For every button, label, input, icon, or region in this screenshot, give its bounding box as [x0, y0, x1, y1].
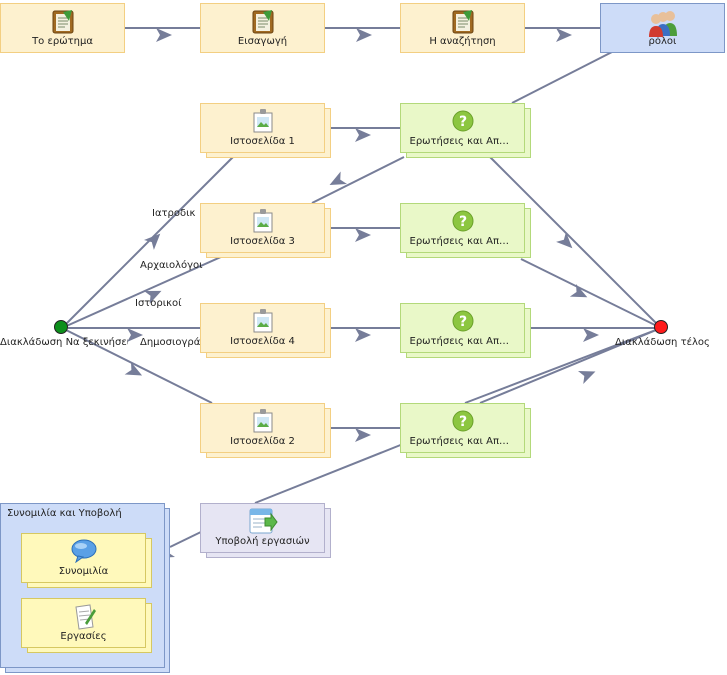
arrowhead — [355, 428, 371, 442]
edge-qa1-website3 — [311, 156, 405, 204]
notepad-icon — [52, 10, 73, 34]
activity-label: Ιστοσελίδα 3 — [230, 236, 295, 247]
web-page-icon — [253, 209, 272, 233]
svg-text:?: ? — [458, 114, 466, 130]
branch-label-journalism: Δημοσιογρά — [140, 337, 200, 348]
start-event[interactable] — [54, 320, 68, 334]
edge-roles-qa1 — [511, 51, 613, 104]
activity-label: Εισαγωγή — [237, 36, 288, 47]
activity-tasks[interactable]: Εργασίες — [21, 598, 152, 653]
edge-start-website1 — [61, 156, 234, 329]
arrowhead — [144, 228, 166, 250]
activity-qa-2[interactable]: ? Ερωτήσεις και Απαντήσεις — [400, 403, 531, 458]
activity-website-3[interactable]: Ιστοσελίδα 3 — [200, 203, 331, 258]
branch-label-history: Ιστορικοί — [135, 298, 182, 309]
activity-label: Ιστοσελίδα 4 — [230, 336, 295, 347]
edge-submit-chat-group — [169, 529, 206, 548]
activity-label: Ερωτήσεις και Απαντήσεις — [409, 136, 516, 147]
arrowhead — [583, 328, 599, 342]
arrowhead — [355, 328, 371, 342]
activity-label: Ερωτήσεις και Απαντήσεις — [409, 336, 516, 347]
question-icon: ? — [452, 310, 473, 332]
edge-start-website2 — [61, 327, 213, 404]
question-icon: ? — [452, 110, 473, 132]
activity-submit-tasks[interactable]: Υποβολή εργασιών — [200, 503, 331, 558]
activity-qa-3[interactable]: ? Ερωτήσεις και Απαντήσεις — [400, 203, 531, 258]
arrowhead — [578, 365, 599, 384]
arrowhead — [355, 228, 371, 242]
edge-submit-qa2 — [254, 443, 404, 504]
activity-label: Η αναζήτηση — [429, 36, 496, 47]
activity-label: Το ερώτημα — [32, 36, 93, 47]
end-event[interactable] — [654, 320, 668, 334]
chat-bubble-icon — [71, 539, 96, 563]
arrowhead — [556, 28, 572, 42]
web-page-icon — [253, 109, 272, 133]
activity-question[interactable]: Το ερώτημα — [0, 3, 125, 53]
arrowhead — [355, 128, 371, 142]
end-event-label: Διακλάδωση τέλος — [615, 337, 710, 348]
users-group-icon — [648, 11, 677, 37]
web-page-icon — [253, 409, 272, 433]
activity-label: Ερωτήσεις και Απαντήσεις — [409, 436, 516, 447]
activity-label: Εργασίες — [60, 631, 107, 642]
branch-label-medical: Ιατροδικ — [152, 208, 196, 219]
activity-search[interactable]: Η αναζήτηση — [400, 3, 525, 53]
question-icon: ? — [452, 210, 473, 232]
activity-label: Ιστοσελίδα 2 — [230, 436, 295, 447]
edge-qa3-end — [520, 258, 662, 329]
activity-label: Ερωτήσεις και Απαντήσεις — [409, 236, 516, 247]
web-page-icon — [253, 309, 272, 333]
svg-text:?: ? — [458, 414, 466, 430]
arrowhead — [556, 232, 578, 254]
notepad-icon — [452, 10, 473, 34]
arrowhead — [356, 28, 372, 42]
activity-qa-1[interactable]: ? Ερωτήσεις και Απαντήσεις — [400, 103, 531, 158]
svg-text:?: ? — [458, 314, 466, 330]
edge-start-website3 — [61, 251, 233, 329]
activity-website-4[interactable]: Ιστοσελίδα 4 — [200, 303, 331, 358]
activity-qa-4[interactable]: ? Ερωτήσεις και Απαντήσεις — [400, 303, 531, 358]
activity-website-2[interactable]: Ιστοσελίδα 2 — [200, 403, 331, 458]
edge-qa1-end — [489, 156, 662, 329]
chat-submit-group[interactable]: Συνομιλία και Υποβολή Συνομιλία — [0, 503, 170, 673]
svg-text:?: ? — [458, 214, 466, 230]
activity-website-1[interactable]: Ιστοσελίδα 1 — [200, 103, 331, 158]
arrowhead — [569, 284, 591, 304]
activity-roles[interactable]: ρόλοι — [600, 3, 725, 53]
activity-chat[interactable]: Συνομιλία — [21, 533, 152, 588]
group-title: Συνομιλία και Υποβολή — [7, 508, 122, 519]
arrowhead — [326, 171, 347, 192]
activity-label: Υποβολή εργασιών — [215, 536, 310, 547]
branch-label-archaeology: Αρχαιολόγοι — [140, 260, 203, 271]
activity-label: Ιστοσελίδα 1 — [230, 136, 295, 147]
submit-form-icon — [249, 508, 278, 534]
document-edit-icon — [74, 604, 96, 630]
arrowhead — [156, 28, 172, 42]
start-event-label: Διακλάδωση Να ξεκινήσει — [0, 337, 128, 348]
activity-label: Συνομιλία — [58, 566, 109, 577]
question-icon: ? — [452, 410, 473, 432]
activity-intro[interactable]: Εισαγωγή — [200, 3, 325, 53]
notepad-icon — [252, 10, 273, 34]
edge-end-qa2 — [479, 327, 662, 404]
